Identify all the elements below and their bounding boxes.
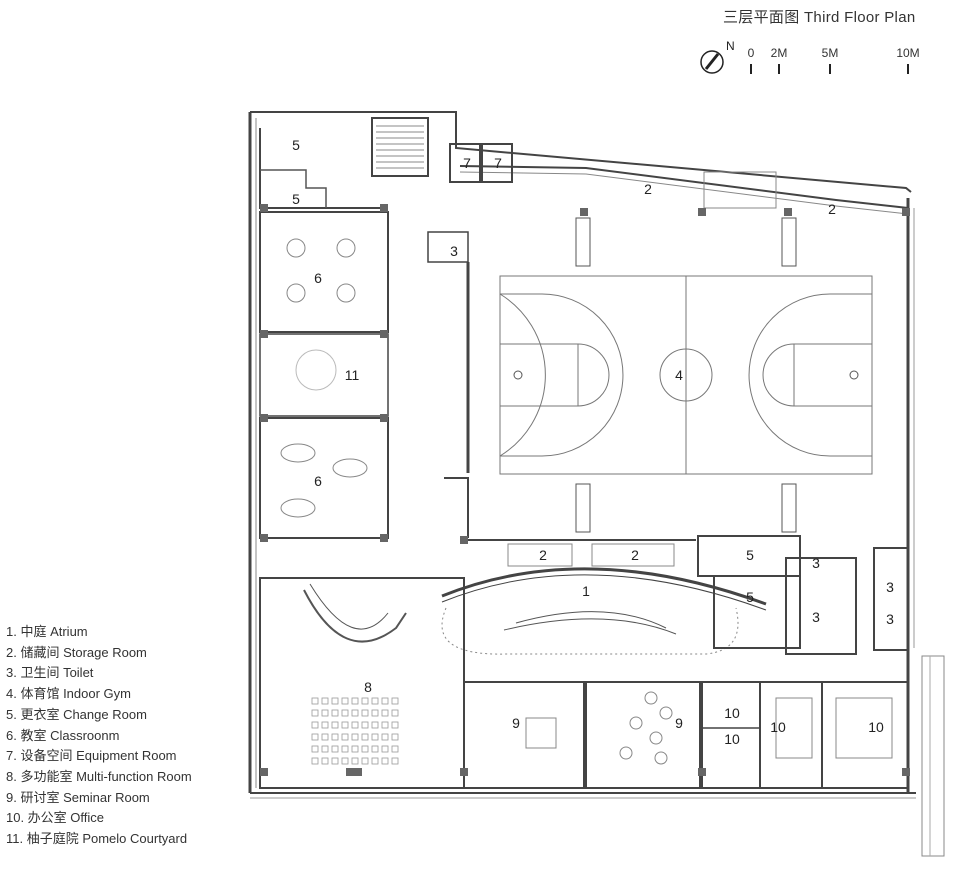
page-title: 三层平面图 Third Floor Plan (723, 9, 916, 26)
legend-item-11: 11. 柚子庭院 Pomelo Courtyard (6, 831, 188, 847)
scale-label-2m: 2M (770, 46, 788, 60)
scale-bar-5m (829, 64, 831, 74)
north-label: N (726, 40, 735, 53)
room-label-3-right-upper: 3 (812, 555, 820, 571)
room-label-3-right-lower: 3 (812, 609, 820, 625)
room-label-10-middle: 10 (770, 719, 786, 735)
room-label-2-northeast: 2 (828, 201, 836, 217)
room-label-5-second: 5 (292, 191, 300, 207)
room-label-1: 1 (582, 583, 590, 599)
room-label-9-left: 9 (512, 715, 520, 731)
room-label-2-south-right: 2 (631, 547, 639, 563)
legend-item-6: 6. 教室 Classroonm (6, 727, 120, 743)
room-label-2-south-left: 2 (539, 547, 547, 563)
legend-item-10: 10. 办公室 Office (6, 810, 105, 826)
room-label-10-lower: 10 (724, 731, 740, 747)
floor-plan: 5 5 7 7 2 2 3 6 11 4 6 2 2 5 3 3 1 5 3 3… (248, 111, 945, 857)
room-label-10-right: 10 (868, 719, 884, 735)
scale-label-5m: 5M (821, 46, 839, 60)
room-label-3-far-right-upper: 3 (886, 579, 894, 595)
room-label-3-top: 3 (450, 243, 458, 259)
room-label-7-left: 7 (463, 155, 471, 171)
legend-item-4: 4. 体育馆 Indoor Gym (6, 686, 131, 702)
room-label-6-lower: 6 (314, 473, 322, 489)
room-label-2-north: 2 (644, 181, 652, 197)
scale-bar-2m (778, 64, 780, 74)
room-label-11: 11 (345, 367, 360, 383)
scale-bar-0 (750, 64, 752, 74)
legend-item-7: 7. 设备空间 Equipment Room (6, 748, 177, 764)
legend-item-9: 9. 研讨室 Seminar Room (6, 789, 150, 805)
scale-label-0: 0 (747, 46, 755, 60)
room-label-10-upper: 10 (724, 705, 740, 721)
room-label-9-right: 9 (675, 715, 683, 731)
room-label-3-far-right-lower: 3 (886, 611, 894, 627)
room-label-5-right-lower: 5 (746, 589, 754, 605)
scale-label-10m: 10M (896, 46, 920, 60)
room-label-6-upper: 6 (314, 270, 322, 286)
legend-item-5: 5. 更衣室 Change Room (6, 706, 147, 722)
room-label-5-right-upper: 5 (746, 547, 754, 563)
room-label-8: 8 (364, 679, 372, 695)
room-label-7-right: 7 (494, 155, 502, 171)
scale-bar-10m (907, 64, 909, 74)
legend-item-1: 1. 中庭 Atrium (6, 624, 88, 639)
legend-item-2: 2. 储藏间 Storage Room (6, 644, 147, 660)
room-label-5-top: 5 (292, 137, 300, 153)
legend-item-8: 8. 多功能室 Multi-function Room (6, 768, 192, 784)
room-label-4: 4 (675, 367, 683, 383)
north-arrow-icon: N (700, 40, 735, 74)
legend-item-3: 3. 卫生间 Toilet (6, 665, 94, 681)
legend: 1. 中庭 Atrium 2. 储藏间 Storage Room 3. 卫生间 … (6, 622, 192, 850)
